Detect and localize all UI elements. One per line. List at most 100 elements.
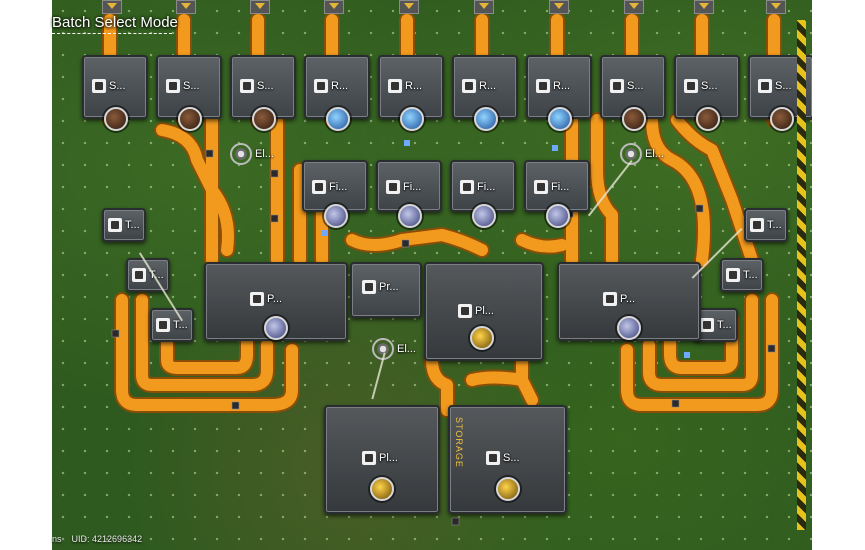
smelter-icon xyxy=(610,79,624,93)
uid-value: UID: 4212696342 xyxy=(71,534,143,544)
building-plant-center[interactable]: Pl... xyxy=(424,262,544,361)
storage-icon xyxy=(486,451,500,465)
inlet-arrow-icon xyxy=(474,0,494,14)
transporter-icon xyxy=(108,218,122,232)
canister-icon xyxy=(546,204,570,228)
crystal-icon xyxy=(548,107,572,131)
mode-title: Batch Select Mode xyxy=(52,14,178,31)
building-label: S... xyxy=(183,80,200,92)
electric-pole-icon xyxy=(620,143,642,165)
building-smelter-5[interactable]: S... xyxy=(674,55,740,131)
ore-icon xyxy=(178,107,202,131)
transporter-icon xyxy=(156,318,170,332)
ore-icon xyxy=(252,107,276,131)
filter-icon xyxy=(534,180,548,194)
building-label: Fi... xyxy=(477,181,496,193)
building-filter-3[interactable]: Fi... xyxy=(450,160,516,228)
inlet-arrow-icon xyxy=(624,0,644,14)
transporter-left-1[interactable]: T... xyxy=(102,208,146,242)
refinery-icon xyxy=(388,79,402,93)
building-smelter-3[interactable]: S... xyxy=(230,55,296,131)
refinery-icon xyxy=(314,79,328,93)
building-label: Pr... xyxy=(379,281,399,293)
ore-icon xyxy=(622,107,646,131)
inlet-arrow-icon xyxy=(176,0,196,14)
transporter-icon xyxy=(132,268,146,282)
filter-icon xyxy=(460,180,474,194)
building-label: P... xyxy=(267,293,283,305)
canister-icon xyxy=(472,204,496,228)
filter-icon xyxy=(386,180,400,194)
building-presser-left[interactable]: P... xyxy=(204,262,348,341)
plant-icon xyxy=(458,304,472,318)
building-label: Fi... xyxy=(551,181,570,193)
game-viewport[interactable]: S... S... S... R... R... R... R... S... … xyxy=(52,0,812,550)
transporter-right-1[interactable]: T... xyxy=(744,208,788,242)
smelter-icon xyxy=(92,79,106,93)
transporter-icon xyxy=(750,218,764,232)
plant-icon xyxy=(362,451,376,465)
building-refinery-1[interactable]: R... xyxy=(304,55,370,131)
building-label: S... xyxy=(627,80,644,92)
building-smelter-1[interactable]: S... xyxy=(82,55,148,131)
transporter-icon xyxy=(700,318,714,332)
inlet-arrow-icon xyxy=(549,0,569,14)
building-filter-2[interactable]: Fi... xyxy=(376,160,442,228)
smelter-icon xyxy=(758,79,772,93)
smelter-icon xyxy=(684,79,698,93)
canister-icon xyxy=(617,316,641,340)
electric-pole-3[interactable]: El... xyxy=(372,338,416,360)
building-refinery-2[interactable]: R... xyxy=(378,55,444,131)
uid-prefix: ns xyxy=(52,534,62,544)
inlet-arrow-icon xyxy=(399,0,419,14)
electric-pole-label: El... xyxy=(255,148,274,160)
inlet-arrow-icon xyxy=(766,0,786,14)
transporter-right-2[interactable]: T... xyxy=(720,258,764,292)
building-label: S... xyxy=(701,80,718,92)
filter-icon xyxy=(312,180,326,194)
building-label: S... xyxy=(257,80,274,92)
building-label: T... xyxy=(743,269,758,281)
building-label: R... xyxy=(553,80,571,92)
crystal-icon xyxy=(400,107,424,131)
press-icon xyxy=(250,292,264,306)
storage-side-text: STORAGE xyxy=(454,417,464,468)
building-label: Fi... xyxy=(403,181,422,193)
smelter-icon xyxy=(166,79,180,93)
building-smelter-4[interactable]: S... xyxy=(600,55,666,131)
gold-ore-icon xyxy=(496,477,520,501)
electric-pole-icon xyxy=(230,143,252,165)
crystal-icon xyxy=(326,107,350,131)
building-label: S... xyxy=(775,80,792,92)
building-processor[interactable]: Pr... xyxy=(350,262,422,318)
building-filter-1[interactable]: Fi... xyxy=(302,160,368,228)
electric-pole-2[interactable]: El... xyxy=(620,143,664,165)
ore-icon xyxy=(696,107,720,131)
building-label: Fi... xyxy=(329,181,348,193)
building-refinery-4[interactable]: R... xyxy=(526,55,592,131)
transporter-icon xyxy=(726,268,740,282)
inlet-arrow-icon xyxy=(250,0,270,14)
building-label: R... xyxy=(405,80,423,92)
building-presser-right[interactable]: P... xyxy=(557,262,701,341)
canister-icon xyxy=(398,204,422,228)
transporter-left-2[interactable]: T... xyxy=(126,258,170,292)
building-smelter-2[interactable]: S... xyxy=(156,55,222,131)
canister-icon xyxy=(264,316,288,340)
building-label: P... xyxy=(620,293,636,305)
building-filter-4[interactable]: Fi... xyxy=(524,160,590,228)
building-label: T... xyxy=(767,219,782,231)
electric-pole-label: El... xyxy=(645,148,664,160)
smelter-icon xyxy=(240,79,254,93)
electric-pole-1[interactable]: El... xyxy=(230,143,274,165)
canister-icon xyxy=(324,204,348,228)
building-storage[interactable]: STORAGE S... xyxy=(448,405,567,514)
building-label: R... xyxy=(479,80,497,92)
press-icon xyxy=(603,292,617,306)
ore-icon xyxy=(104,107,128,131)
uid-label: ns UID: 4212696342 xyxy=(52,534,142,544)
building-refinery-3[interactable]: R... xyxy=(452,55,518,131)
transporter-left-3[interactable]: T... xyxy=(150,308,194,342)
building-label: Pl... xyxy=(379,452,398,464)
building-plant-bottom[interactable]: Pl... xyxy=(324,405,440,514)
